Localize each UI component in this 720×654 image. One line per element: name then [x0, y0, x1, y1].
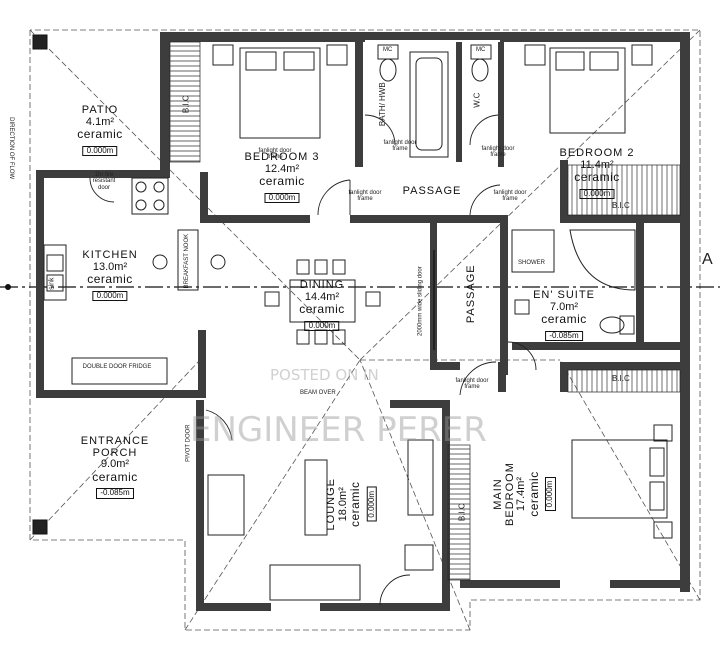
- room-level: 0.000m: [545, 476, 556, 512]
- beam-over-note: BEAM OVER: [300, 390, 336, 396]
- fanlight-note: fanlight door frame: [258, 148, 292, 161]
- room-finish: ceramic: [259, 174, 305, 189]
- room-name: DINING: [299, 279, 345, 291]
- room-area: 14.4m²: [304, 290, 340, 303]
- fanlight-note: fanlight door frame: [455, 378, 489, 391]
- fire-door-note: 1hr fire resistant door: [92, 172, 116, 191]
- room-name: BEDROOM 3: [244, 151, 320, 163]
- furniture: [43, 44, 673, 601]
- room-name: ENTRANCE PORCH: [80, 435, 150, 459]
- room-label-ensuite: EN' SUITE 7.0m² ceramic -0.085m: [533, 289, 595, 342]
- room-label-lounge: LOUNGE 18.0m² ceramic 0.000m: [324, 478, 378, 531]
- bic-label-bedroom3: B.I.C: [181, 95, 191, 114]
- room-level: 0.000m: [579, 188, 615, 200]
- fanlight-note: fanlight door frame: [481, 146, 515, 159]
- fanlight-note: fanlight door frame: [348, 190, 382, 203]
- room-area: 9.0m²: [100, 458, 130, 471]
- watermark-posted: POSTED ON IN: [270, 366, 379, 384]
- room-label-main-bedroom: MAIN BEDROOM 17.4m² ceramic 0.000m: [491, 454, 557, 534]
- room-area: 11.4m²: [580, 158, 614, 171]
- room-level: -0.085m: [96, 488, 134, 499]
- shower-label: SHOWER: [518, 260, 545, 266]
- direction-of-flow-note: DIRECTION OF FLOW: [8, 117, 15, 180]
- bic-label-bedroom2: B.I.C: [612, 201, 630, 210]
- room-area: 4.1m²: [85, 115, 115, 128]
- room-finish: ceramic: [87, 272, 133, 287]
- room-name: KITCHEN: [82, 249, 138, 261]
- section-mark-graphic: [5, 284, 11, 290]
- door-swings: [89, 114, 537, 606]
- room-area: 17.4m²: [515, 476, 528, 512]
- bath-label: BATH/ HWB: [377, 82, 387, 127]
- room-finish: ceramic: [541, 312, 587, 327]
- watermark-author: ENGINEER PERER: [190, 410, 487, 450]
- bic-label-main: B.I.C: [457, 503, 467, 522]
- room-finish: ceramic: [347, 481, 362, 528]
- room-label-kitchen: KITCHEN 13.0m² ceramic 0.000m: [82, 249, 138, 302]
- bic-block: [567, 164, 681, 216]
- room-label-patio: PATIO 4.1m² ceramic 0.000m: [77, 104, 123, 157]
- room-name: EN' SUITE: [533, 289, 595, 301]
- roof-outline: [29, 29, 701, 631]
- bic-block: [567, 369, 681, 393]
- bic-block: [169, 41, 201, 163]
- corner-columns: [32, 34, 48, 535]
- sliding-door-note: 2000mm wide sliding door: [417, 266, 424, 336]
- passage-label-vertical: PASSAGE: [465, 264, 478, 324]
- breakfast-nook-label: BREAKFAST NOOK: [184, 233, 191, 289]
- room-level: -0.085m: [545, 330, 583, 342]
- room-label-dining: DINING 14.4m² ceramic 0.000m: [299, 279, 345, 332]
- bic-blocks: [169, 41, 681, 581]
- room-area: 12.4m²: [264, 162, 300, 175]
- room-name: BEDROOM 2: [559, 147, 635, 159]
- fanlight-note: fanlight door frame: [383, 140, 417, 153]
- fridge-label: DOUBLE DOOR FRIDGE: [82, 364, 152, 370]
- room-finish: ceramic: [574, 170, 620, 185]
- room-level: 0.000m: [264, 192, 300, 204]
- room-level: 0.000m: [366, 486, 377, 522]
- bic-block: [447, 444, 471, 581]
- wc-label: W.C: [472, 92, 482, 108]
- room-finish: ceramic: [92, 469, 138, 484]
- mc-label: MC: [476, 47, 486, 53]
- sink-label: sink: [48, 277, 56, 290]
- room-name: PATIO: [81, 104, 119, 116]
- room-label-bedroom2: BEDROOM 2 11.4m² ceramic 0.000m: [559, 147, 635, 200]
- room-level: 0.000m: [92, 290, 128, 302]
- room-level: 0.000m: [304, 320, 340, 332]
- room-level: 0.000m: [82, 145, 118, 157]
- bic-label-ensuite: B.I.C: [612, 374, 630, 383]
- room-label-bedroom3: BEDROOM 3 12.4m² ceramic 0.000m: [244, 151, 320, 204]
- room-area: 7.0m²: [549, 300, 579, 313]
- room-name: MAIN BEDROOM: [491, 462, 516, 526]
- room-finish: ceramic: [299, 302, 345, 317]
- room-label-entrance: ENTRANCE PORCH 9.0m² ceramic -0.085m: [70, 435, 160, 500]
- room-name: LOUNGE: [324, 478, 337, 531]
- room-finish: ceramic: [77, 127, 123, 142]
- fanlight-note: fanlight door frame: [493, 190, 527, 203]
- section-mark-label: A: [702, 251, 713, 268]
- mc-label: MC: [383, 47, 393, 53]
- room-finish: ceramic: [526, 471, 541, 517]
- room-area: 13.0m²: [92, 260, 128, 273]
- passage-label-horizontal: PASSAGE: [402, 185, 462, 197]
